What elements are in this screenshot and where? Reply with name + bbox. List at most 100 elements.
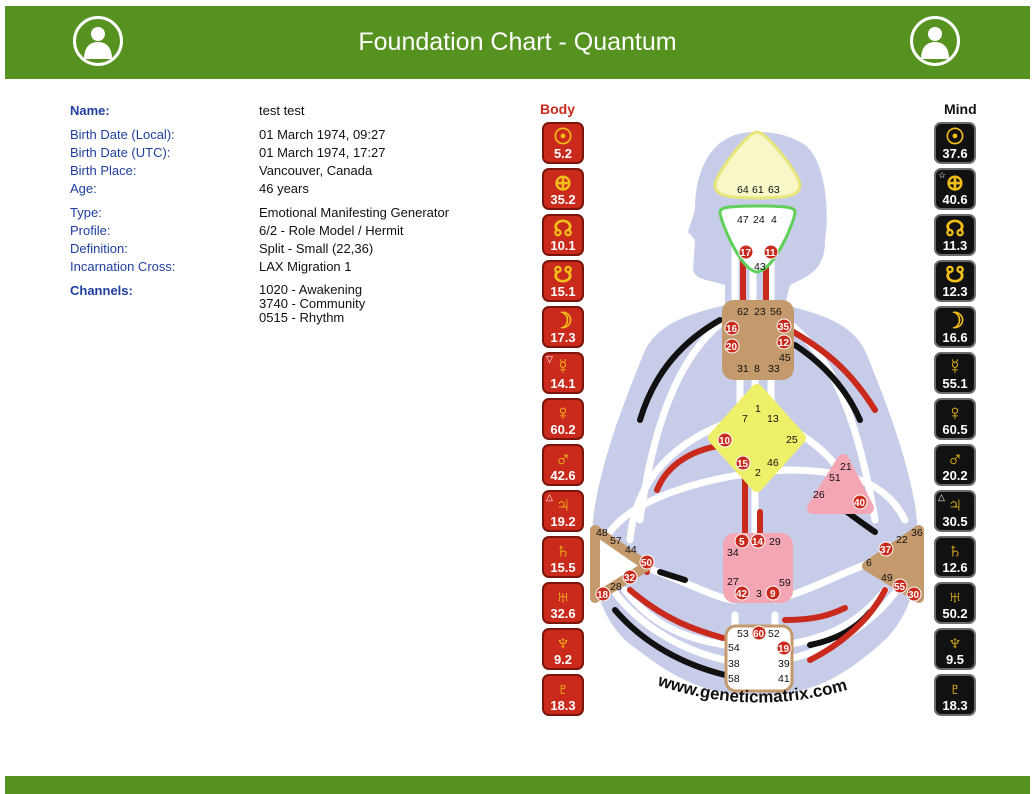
planet-tile[interactable]: ☉37.6: [934, 122, 976, 164]
birth-local-label: Birth Date (Local):: [70, 127, 175, 142]
gate-label: 45: [779, 352, 791, 364]
gate-label: 7: [742, 413, 748, 425]
gate-label: 54: [728, 642, 740, 654]
definition-label: Definition:: [70, 241, 128, 256]
planet-tile[interactable]: ♆9.2: [542, 628, 584, 670]
head-center: [713, 130, 802, 200]
planet-tile[interactable]: ♀60.5: [934, 398, 976, 440]
right-user-avatar-icon[interactable]: [910, 16, 960, 66]
g-center: [708, 384, 806, 492]
jupiter-icon: ♃: [946, 492, 964, 517]
body-column-title: Body: [540, 101, 575, 117]
planet-tile[interactable]: ♄15.5: [542, 536, 584, 578]
active-gate-badge: 9: [770, 589, 776, 600]
venus-icon: ♀: [554, 400, 572, 425]
planet-tile[interactable]: ♇18.3: [934, 674, 976, 716]
type-value: Emotional Manifesting Generator: [259, 205, 450, 220]
planet-gate-value: 15.1: [550, 284, 576, 299]
planet-tile[interactable]: ♆9.5: [934, 628, 976, 670]
gate-label: 44: [625, 544, 637, 556]
gate-label: 62: [737, 306, 749, 318]
planet-tile[interactable]: ♂20.2: [934, 444, 976, 486]
planet-tile[interactable]: ♄12.6: [934, 536, 976, 578]
planet-gate-value: 32.6: [550, 606, 576, 621]
mars-icon: ♂: [554, 446, 572, 471]
planet-tile[interactable]: ♀60.2: [542, 398, 584, 440]
moon-icon: ☽: [945, 308, 965, 333]
active-gate-badge: 16: [726, 324, 738, 335]
age-value: 46 years: [259, 181, 309, 196]
planet-tile[interactable]: ☋15.1: [542, 260, 584, 302]
gate-label: 57: [610, 535, 622, 547]
active-gate-badge: 10: [719, 436, 731, 447]
gate-label: 28: [610, 581, 622, 593]
bodygraph-diagram: 64 61 63 47 24 4 43 62 23 56 31 8 33 45 …: [590, 130, 924, 707]
planet-tile[interactable]: ☿14.1 ▽: [542, 352, 584, 394]
planet-tile[interactable]: ♇18.3: [542, 674, 584, 716]
planet-tile[interactable]: ♃30.5△: [934, 490, 976, 532]
active-gate-badge: 5: [739, 537, 745, 548]
gate-label: 59: [779, 577, 791, 589]
name-value: test test: [259, 103, 305, 118]
gate-label: 47: [737, 214, 749, 226]
gate-label: 53: [737, 628, 749, 640]
gate-label: 23: [754, 306, 766, 318]
planet-tile[interactable]: ♅32.6: [542, 582, 584, 624]
saturn-icon: ♄: [554, 538, 572, 563]
name-label: Name:: [70, 103, 110, 118]
gate-label: 63: [768, 184, 780, 196]
active-gate-badge: 15: [737, 459, 749, 470]
planet-tile[interactable]: ☋12.3: [934, 260, 976, 302]
exaltation-mark-icon: ▽: [546, 354, 553, 364]
planet-gate-value: 14.1: [550, 376, 576, 391]
gate-label: 29: [769, 536, 781, 548]
planet-tile[interactable]: ⊕35.2: [542, 168, 584, 210]
gate-label: 61: [752, 184, 764, 196]
channels-list: 1020 - Awakening 3740 - Community 0515 -…: [259, 283, 365, 325]
neptune-icon: ♆: [946, 630, 964, 655]
type-label: Type:: [70, 205, 102, 220]
planet-tile[interactable]: ☽17.3: [542, 306, 584, 348]
planet-tile[interactable]: ☉5.2: [542, 122, 584, 164]
ajna-center: [718, 204, 797, 274]
left-user-avatar-icon[interactable]: [73, 16, 123, 66]
planet-tile[interactable]: ♂42.6: [542, 444, 584, 486]
planet-tile[interactable]: ♅50.2: [934, 582, 976, 624]
gate-label: 46: [767, 457, 779, 469]
mercury-icon: ☿: [554, 354, 572, 379]
planet-gate-value: 18.3: [550, 698, 576, 713]
planet-tile[interactable]: ☿55.1: [934, 352, 976, 394]
gate-label: 64: [737, 184, 749, 196]
planet-tile[interactable]: ☽16.6: [934, 306, 976, 348]
gate-label: 1: [755, 403, 761, 415]
active-gate-badge: 17: [740, 248, 752, 259]
gate-label: 36: [911, 527, 923, 539]
saturn-icon: ♄: [946, 538, 964, 563]
south-node-icon: ☋: [553, 262, 573, 287]
active-gate-badge: 30: [908, 590, 920, 601]
gate-label: 48: [596, 527, 608, 539]
planet-gate-value: 11.3: [942, 238, 968, 253]
north-node-icon: ☊: [945, 216, 965, 241]
gate-label: 39: [778, 658, 790, 670]
gate-label: 6: [866, 557, 872, 569]
planet-tile[interactable]: ♃19.2△: [542, 490, 584, 532]
gate-label: 13: [767, 413, 779, 425]
gate-label: 26: [813, 489, 825, 501]
planet-tile[interactable]: ⊕40.6☆: [934, 168, 976, 210]
planet-gate-value: 20.2: [942, 468, 968, 483]
exaltation-mark-icon: ☆: [938, 170, 947, 180]
uranus-icon: ♅: [946, 584, 964, 609]
planet-gate-value: 15.5: [550, 560, 576, 575]
gate-label: 58: [728, 673, 740, 685]
birth-utc-label: Birth Date (UTC):: [70, 145, 171, 160]
incarnation-cross-label: Incarnation Cross:: [70, 259, 176, 274]
planet-tile[interactable]: ☊10.1: [542, 214, 584, 256]
active-gate-badge: 20: [726, 342, 738, 353]
gate-label: 56: [770, 306, 782, 318]
sacral-center: [723, 533, 793, 603]
planet-tile[interactable]: ☊11.3: [934, 214, 976, 256]
gate-label: 24: [753, 214, 765, 226]
planet-gate-value: 50.2: [942, 606, 968, 621]
venus-icon: ♀: [946, 400, 964, 425]
